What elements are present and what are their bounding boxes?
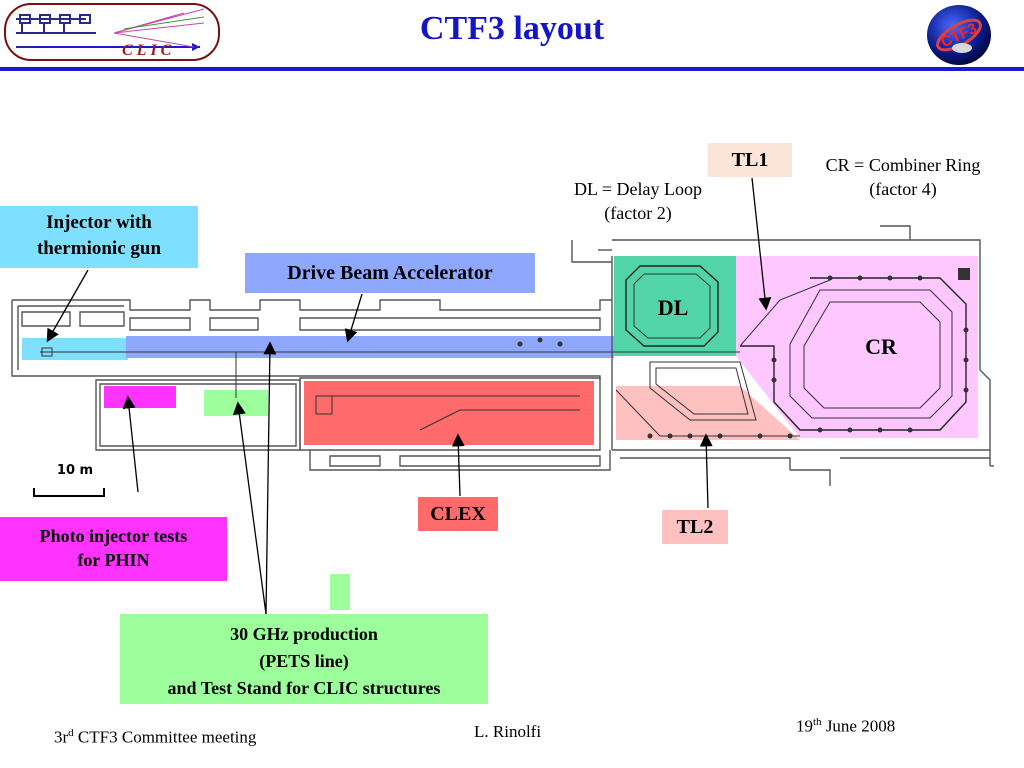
injector-label-line2: thermionic gun (36, 238, 162, 259)
ghz-label-line1: 30 GHz production (230, 624, 378, 644)
phin-zone (104, 386, 176, 408)
ctf3-logo: CTF3 (927, 5, 991, 65)
footer-meeting: 3rd CTF3 Committee meeting (54, 727, 256, 748)
cr-zone-label: CR (865, 334, 897, 359)
clex-label: CLEX (418, 497, 498, 531)
clic-logo: CLIC (4, 3, 220, 61)
footer-date-day: 19 (796, 716, 813, 736)
building-walls (11, 225, 994, 486)
dl-def-line2: (factor 2) (604, 203, 672, 223)
footer-date: 19th June 2008 (796, 716, 895, 737)
combiner-ring-definition: CR = Combiner Ring (factor 4) (796, 153, 1010, 201)
clic-logo-text: CLIC (122, 42, 175, 59)
footer-meeting-text: CTF3 Committee meeting (73, 727, 257, 747)
pointer-arrows (46, 177, 772, 615)
photo-injector-label-box: Photo injector tests for PHIN (0, 517, 227, 581)
injector-label-line1: Injector with (46, 212, 152, 233)
page-title: CTF3 layout (419, 10, 605, 47)
small-green-marker (330, 574, 350, 610)
photo-label-line2: for PHIN (77, 550, 150, 570)
footer-author: L. Rinolfi (474, 722, 542, 741)
tl2-label: TL2 (662, 510, 728, 544)
footer-date-text: June 2008 (821, 716, 896, 736)
injector-label-box: Injector with thermionic gun (0, 206, 198, 268)
delay-loop-definition: DL = Delay Loop (factor 2) (548, 177, 728, 225)
injector-zone (22, 338, 128, 360)
dl-zone-label: DL (657, 295, 689, 320)
dl-def-line1: DL = Delay Loop (574, 179, 702, 199)
photo-label-line1: Photo injector tests (39, 526, 188, 546)
scale-bar (33, 488, 105, 497)
tl1-label: TL1 (708, 143, 792, 177)
footer-meeting-sup: d (68, 727, 74, 739)
drive-beam-label: Drive Beam Accelerator (245, 253, 535, 293)
ghz-label-line3: and Test Stand for CLIC structures (167, 678, 441, 698)
cr-def-line1: CR = Combiner Ring (825, 155, 981, 175)
cr-def-line2: (factor 4) (869, 179, 937, 199)
footer-date-sup: th (813, 716, 822, 728)
scale-label: 10 m (56, 463, 94, 478)
clex-zone (304, 381, 594, 445)
tl2-zone (616, 386, 800, 440)
beam-line (40, 265, 967, 437)
ghz-label-line2: (PETS line) (259, 651, 349, 671)
ghz-production-label-box: 30 GHz production (PETS line) and Test S… (120, 614, 488, 704)
footer-meeting-num: 3r (54, 727, 69, 747)
beam-elements (517, 268, 970, 439)
title-divider (0, 67, 1024, 71)
